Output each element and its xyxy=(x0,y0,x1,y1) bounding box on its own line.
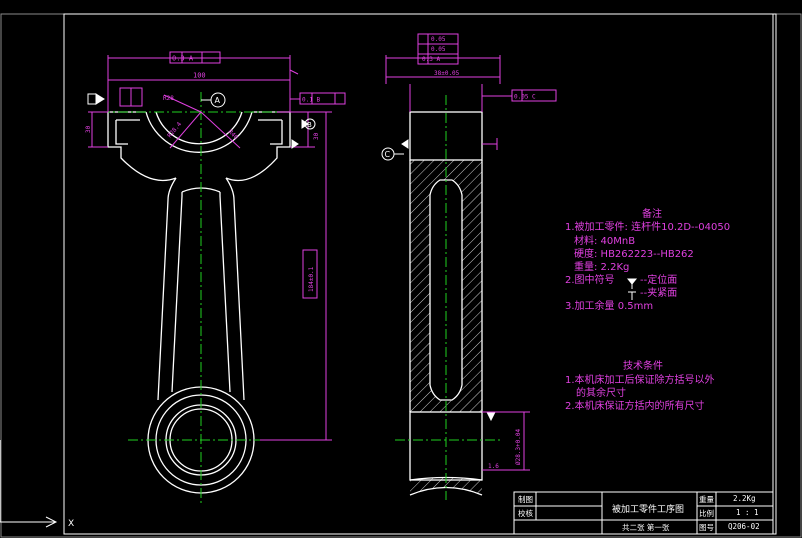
notes-line5b: --夹紧面 xyxy=(640,288,678,299)
datum-markers xyxy=(87,93,496,422)
side-hatching xyxy=(410,160,482,412)
datum-labels: A B C xyxy=(215,96,391,159)
side-dimensions xyxy=(385,33,557,471)
radius-lines xyxy=(163,94,241,149)
tech-title: 技术条件 xyxy=(623,361,663,372)
dim-side-tol-bot: 0.3 A xyxy=(422,56,440,63)
dim-small-end-chamfer: 1.6 xyxy=(488,463,499,470)
datum-b: B xyxy=(307,121,312,129)
notes-line5a: --定位面 xyxy=(640,275,678,286)
dim-radius-1: R28 xyxy=(163,95,174,102)
tech-line1: 1.本机床加工后保证除方括号以外 xyxy=(565,375,715,386)
front-centerlines xyxy=(100,92,300,505)
tech-line2: 的其余尺寸 xyxy=(576,388,626,399)
tb-sheet-info: 共二张 第一张 xyxy=(622,523,670,532)
tech-line3: 2.本机床保证方括内的所有尺寸 xyxy=(565,401,705,412)
datum-a: A xyxy=(215,96,221,105)
dim-radius-3: R40 xyxy=(227,128,240,141)
datum-circles xyxy=(201,92,404,161)
tb-scale-label: 比例 xyxy=(699,509,714,518)
notes-line5: 2.图中符号 xyxy=(565,275,615,286)
front-dimensions xyxy=(88,51,346,441)
tb-drawing-no-label: 图号 xyxy=(699,523,714,532)
big-end-left-outline xyxy=(107,112,177,182)
drawing-frame xyxy=(63,13,777,535)
ucs-x-label: X xyxy=(68,519,74,529)
tb-drawing-no-value: Q206-02 xyxy=(728,522,760,531)
dim-right-flatness: 0.1 B xyxy=(302,97,320,104)
front-view xyxy=(107,111,291,494)
notes-title: 备注 xyxy=(642,209,662,220)
ucs-icon xyxy=(0,440,58,528)
tb-name: 被加工零件工序图 xyxy=(612,505,685,515)
big-end-bore-inner xyxy=(155,111,243,145)
tb-weight-value: 2.2Kg xyxy=(733,494,756,503)
dim-top-tolerance: 0.3 A xyxy=(172,55,194,63)
title-block xyxy=(513,491,774,535)
dim-side-tol-top: 0.05 xyxy=(431,36,446,43)
dim-small-end-dia: Ø28.3+0.04 xyxy=(515,428,522,465)
big-end-bore-arc xyxy=(145,111,253,153)
dim-side-width: 38±0.05 xyxy=(434,70,460,77)
tb-drawn: 制图 xyxy=(518,495,533,504)
notes-line6: 3.加工余量 0.5mm xyxy=(565,301,654,312)
dim-overall-width: 100 xyxy=(193,72,206,80)
tb-weight-label: 重量 xyxy=(699,495,714,504)
datum-c: C xyxy=(385,150,391,159)
tb-scale-value: 1 : 1 xyxy=(736,508,759,517)
dim-center-distance: 184±0.1 xyxy=(308,266,315,292)
dim-right-height: 30 xyxy=(313,132,320,140)
viewport-border xyxy=(0,13,802,538)
dim-left-height: 30 xyxy=(85,125,92,133)
notes-line4: 重量: 2.2Kg xyxy=(574,262,630,273)
shank-left xyxy=(157,177,177,401)
tb-checked: 校核 xyxy=(518,509,533,518)
note-symbols xyxy=(626,278,638,300)
notes-line2: 材料: 40MnB xyxy=(574,236,636,247)
notes-line1: 1.被加工零件: 连杆件10.2D--04050 xyxy=(565,222,731,233)
side-centerlines xyxy=(395,95,500,500)
dim-side-tol-mid: 0.05 xyxy=(431,46,446,53)
shank-right xyxy=(225,177,245,401)
big-end-right-outline xyxy=(225,112,291,182)
notes-line3: 硬度: HB262223--HB262 xyxy=(574,249,694,260)
dim-side-flatness: 0.05 C xyxy=(514,94,536,101)
